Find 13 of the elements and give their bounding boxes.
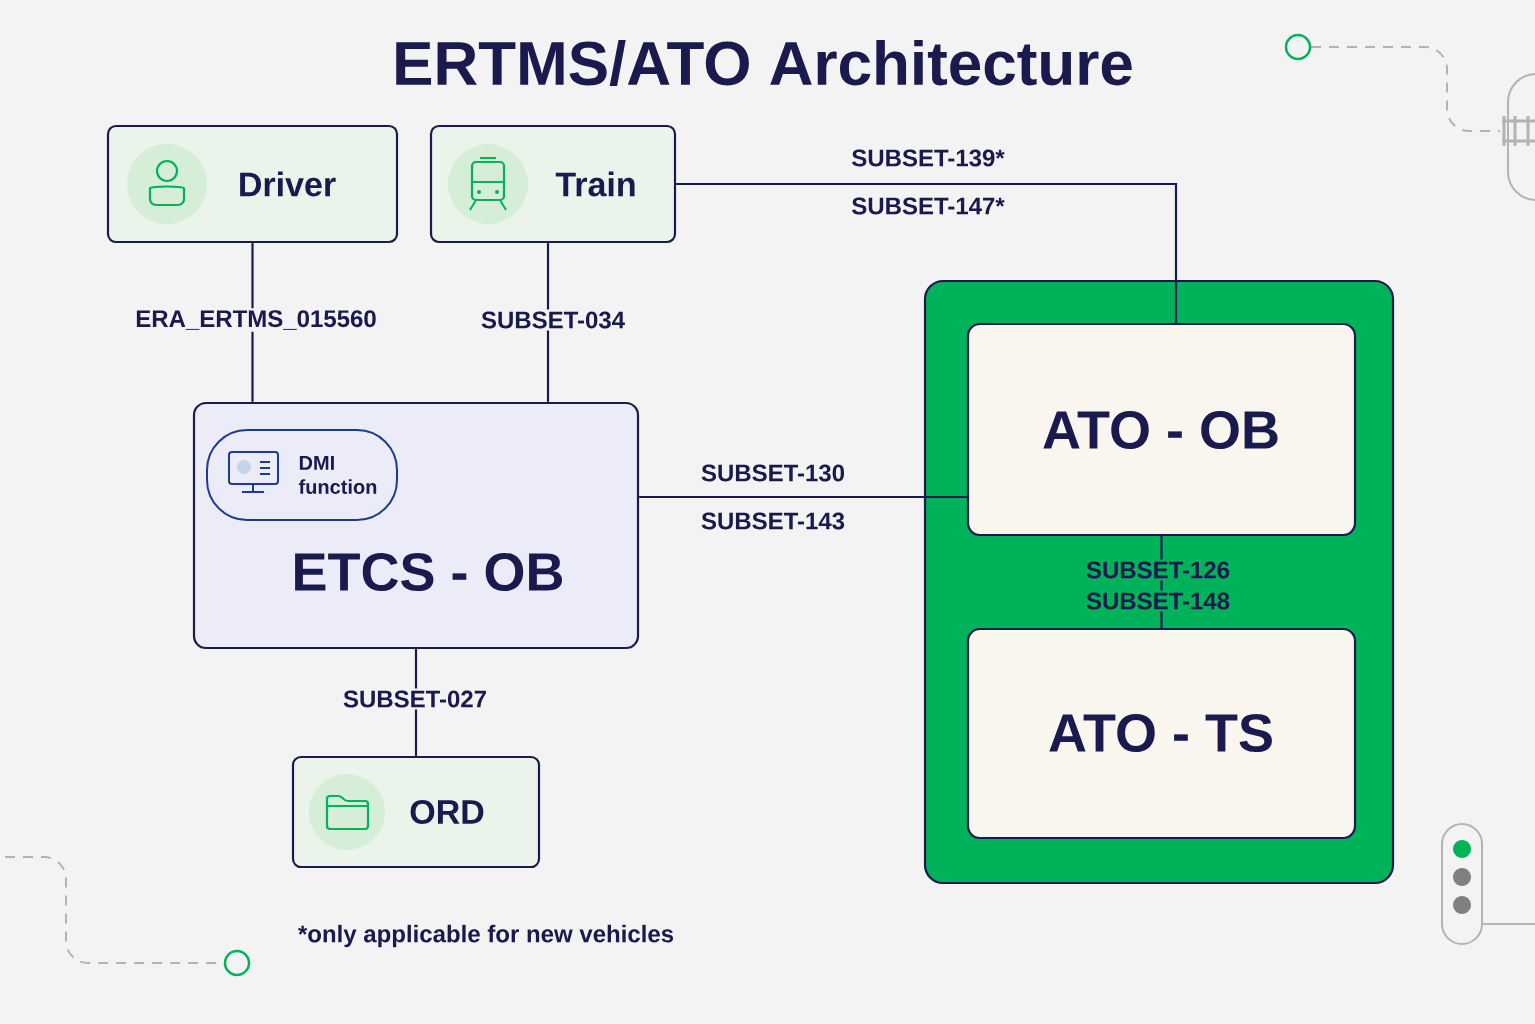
system-box: ATO - TS xyxy=(966,627,1357,840)
edge-label: SUBSET-130 xyxy=(701,464,845,482)
interface-label: SUBSET-147* xyxy=(852,197,1005,215)
connector xyxy=(251,243,254,402)
system-box: ATO - OB xyxy=(966,322,1357,537)
connector xyxy=(639,495,967,499)
edge-label: SUBSET-139* xyxy=(852,149,1005,167)
interface-label: SUBSET-143 xyxy=(701,512,845,530)
footnote: *only applicable for new vehicles xyxy=(298,924,674,948)
title: ERTMS/ATO Architecture xyxy=(396,39,1132,87)
edge-label: ERA_ERTMS_015560 xyxy=(133,308,379,332)
edge-label: SUBSET-034 xyxy=(479,309,628,331)
connector xyxy=(676,182,1178,323)
